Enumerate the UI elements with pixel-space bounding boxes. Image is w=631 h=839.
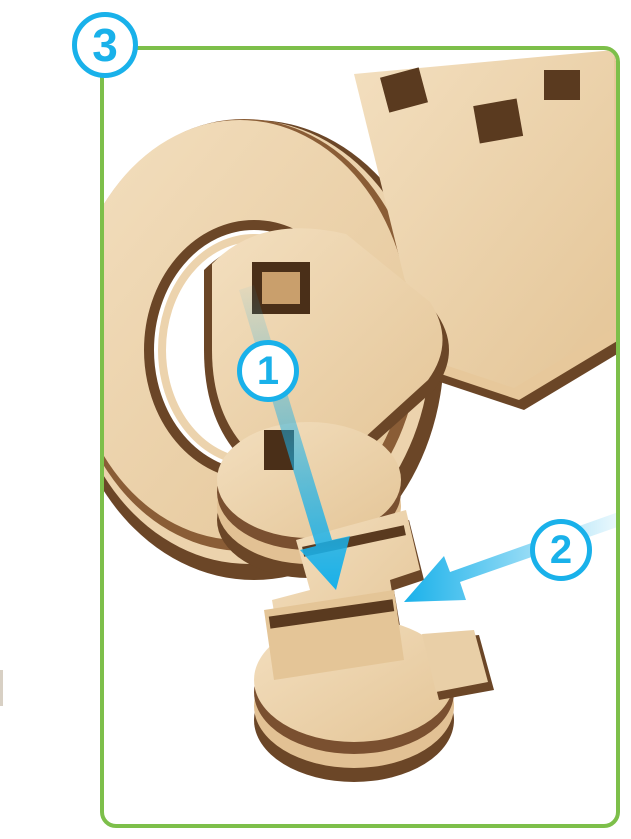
illustration-frame (100, 46, 620, 828)
callout-1-badge: 1 (237, 340, 299, 402)
callout-2-badge: 2 (530, 519, 592, 581)
wooden-part-illustration (104, 50, 620, 828)
edge-mark (0, 670, 3, 706)
bottom-end (254, 590, 494, 782)
step-number-badge: 3 (72, 12, 138, 78)
